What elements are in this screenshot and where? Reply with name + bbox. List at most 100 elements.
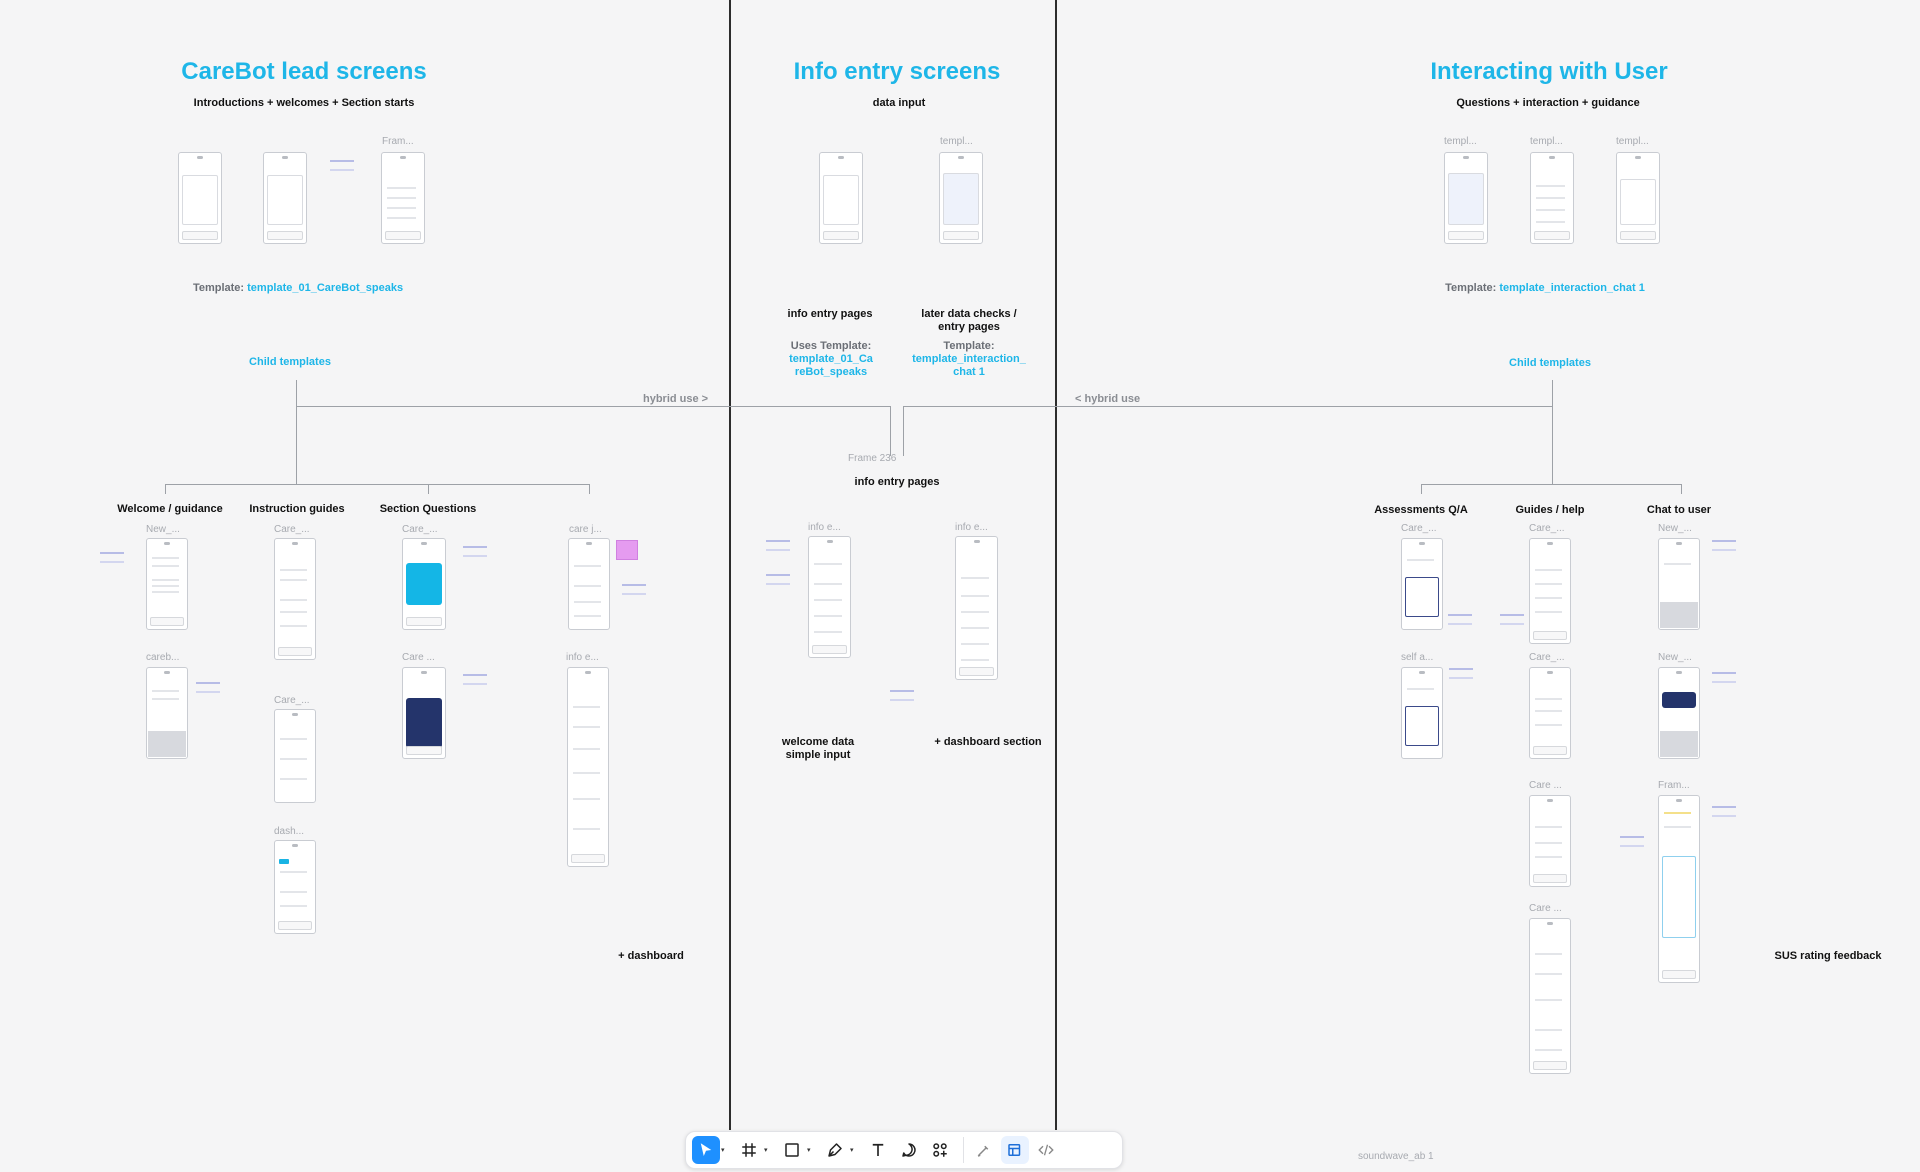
carebot-template-frame-3[interactable] — [381, 152, 425, 244]
frame-label[interactable]: templ... — [1444, 136, 1477, 147]
chat-frame-2[interactable] — [1658, 667, 1700, 759]
frame-236-label[interactable]: Frame 236 — [848, 453, 897, 464]
frame-label[interactable]: careb... — [146, 652, 180, 663]
text-tool-button[interactable] — [864, 1136, 892, 1164]
code-tool-button[interactable] — [1032, 1136, 1060, 1164]
assessment-frame-1[interactable] — [1401, 538, 1443, 630]
frame-label[interactable]: Care_... — [1401, 523, 1437, 534]
frame-label[interactable]: dash... — [274, 826, 305, 837]
welcome-keyboard-frame[interactable] — [146, 667, 188, 759]
frame-tool-button[interactable] — [735, 1136, 763, 1164]
frame-label[interactable]: Care ... — [402, 652, 435, 663]
section-question-frame-2[interactable] — [402, 667, 446, 759]
guide-frame-4[interactable] — [1529, 918, 1571, 1074]
draw-tool-button[interactable] — [970, 1136, 998, 1164]
frame-label[interactable]: New_... — [146, 524, 180, 535]
guide-frame-3[interactable] — [1529, 795, 1571, 887]
info-entry-frame-2[interactable] — [955, 536, 998, 680]
shape-tool-button[interactable] — [778, 1136, 806, 1164]
frame-label[interactable]: info e... — [955, 522, 988, 533]
annotation-note — [622, 584, 646, 595]
annotation-note — [1712, 540, 1736, 551]
carebot-template-frame-2[interactable] — [263, 152, 307, 244]
carebot-template-frame-1[interactable] — [178, 152, 222, 244]
comment-tool-button[interactable] — [895, 1136, 923, 1164]
dev-mode-tool-button[interactable] — [1001, 1136, 1029, 1164]
instruction-guide-frame-2[interactable] — [274, 709, 316, 803]
instruction-guide-frame-1[interactable] — [274, 538, 316, 660]
frame-label[interactable]: templ... — [940, 136, 973, 147]
frame-label[interactable]: templ... — [1530, 136, 1563, 147]
bottom-toolbar: ▾ ▾ ▾ ▾ — [685, 1131, 1123, 1169]
template-link[interactable]: template_01_CareBot_speaks — [247, 282, 404, 294]
connector — [589, 484, 590, 494]
frame-label[interactable]: New_... — [1658, 523, 1692, 534]
self-assessment-frame[interactable] — [1401, 667, 1443, 759]
pen-tool-button[interactable] — [821, 1136, 849, 1164]
welcome-frame[interactable] — [146, 538, 188, 630]
frame-label[interactable]: self a... — [1401, 652, 1434, 663]
info-template-frame-2[interactable] — [939, 152, 983, 244]
connector — [428, 484, 429, 494]
sticky-note[interactable] — [616, 540, 638, 560]
chevron-down-icon[interactable]: ▾ — [807, 1147, 811, 1154]
frame-label[interactable]: info e... — [566, 652, 599, 663]
frame-label[interactable]: Care_... — [274, 695, 310, 706]
interacting-template-frame-1[interactable] — [1444, 152, 1488, 244]
move-tool-button[interactable] — [692, 1136, 720, 1164]
interacting-template-frame-3[interactable] — [1616, 152, 1660, 244]
chevron-down-icon[interactable]: ▾ — [850, 1147, 854, 1154]
frame-label[interactable]: Care_... — [402, 524, 438, 535]
frame-label[interactable]: Care_... — [1529, 652, 1565, 663]
interacting-template-frame-2[interactable] — [1530, 152, 1574, 244]
guide-frame-2[interactable] — [1529, 667, 1571, 759]
frame-label[interactable]: care j... — [569, 524, 602, 535]
frame-label[interactable]: Care_... — [274, 524, 310, 535]
frame-label[interactable]: Fram... — [1658, 780, 1690, 791]
interacting-section-title: Interacting with User — [1430, 58, 1668, 85]
dev-mode-icon — [1008, 1144, 1021, 1156]
chat-frame-1[interactable] — [1658, 538, 1700, 630]
connector — [903, 406, 1552, 407]
frame-label[interactable]: info e... — [808, 522, 841, 533]
section-question-frame-1[interactable] — [402, 538, 446, 630]
carebot-section-title: CareBot lead screens — [181, 58, 427, 85]
annotation-note — [463, 546, 487, 557]
child-chat-to-user: Chat to user — [1646, 504, 1712, 516]
frame-label[interactable]: New_... — [1658, 652, 1692, 663]
connector — [1681, 484, 1682, 494]
components-tool-button[interactable] — [926, 1136, 954, 1164]
guide-frame-1[interactable] — [1529, 538, 1571, 644]
connector — [296, 406, 890, 407]
frame-label[interactable]: templ... — [1616, 136, 1649, 147]
annotation-note — [100, 552, 124, 563]
annotation-note — [1620, 836, 1644, 847]
info-section-title: Info entry screens — [793, 58, 1001, 85]
connector — [296, 380, 297, 484]
chevron-down-icon[interactable]: ▾ — [721, 1147, 725, 1154]
connector — [165, 484, 589, 485]
info-entry-pages-label-2: info entry pages — [854, 476, 940, 488]
chevron-down-icon[interactable]: ▾ — [764, 1147, 768, 1154]
care-journey-frame[interactable] — [568, 538, 610, 630]
connector — [1421, 484, 1422, 494]
info-entry-frame-1[interactable] — [808, 536, 851, 658]
template-link[interactable]: template_interaction_ — [912, 353, 1026, 365]
info-entry-pages-label: info entry pages — [787, 308, 873, 320]
cursor-icon — [700, 1143, 712, 1156]
info-template-frame-1[interactable] — [819, 152, 863, 244]
chat-frame-long[interactable] — [1658, 795, 1700, 983]
frame-label[interactable]: Care ... — [1529, 903, 1562, 914]
frame-label[interactable]: Care ... — [1529, 780, 1562, 791]
dashboard-section-label: + dashboard section — [934, 736, 1042, 748]
frame-label[interactable]: Care_... — [1529, 523, 1565, 534]
comment-icon — [902, 1143, 916, 1157]
template-link[interactable]: template_interaction_chat 1 — [1499, 282, 1645, 294]
carebot-frame-label[interactable]: Fram... — [382, 136, 414, 147]
template-link[interactable]: template_01_Ca — [789, 353, 873, 365]
dashboard-frame[interactable] — [274, 840, 316, 934]
child-assessments: Assessments Q/A — [1374, 504, 1468, 516]
info-entry-long-frame[interactable] — [567, 667, 609, 867]
